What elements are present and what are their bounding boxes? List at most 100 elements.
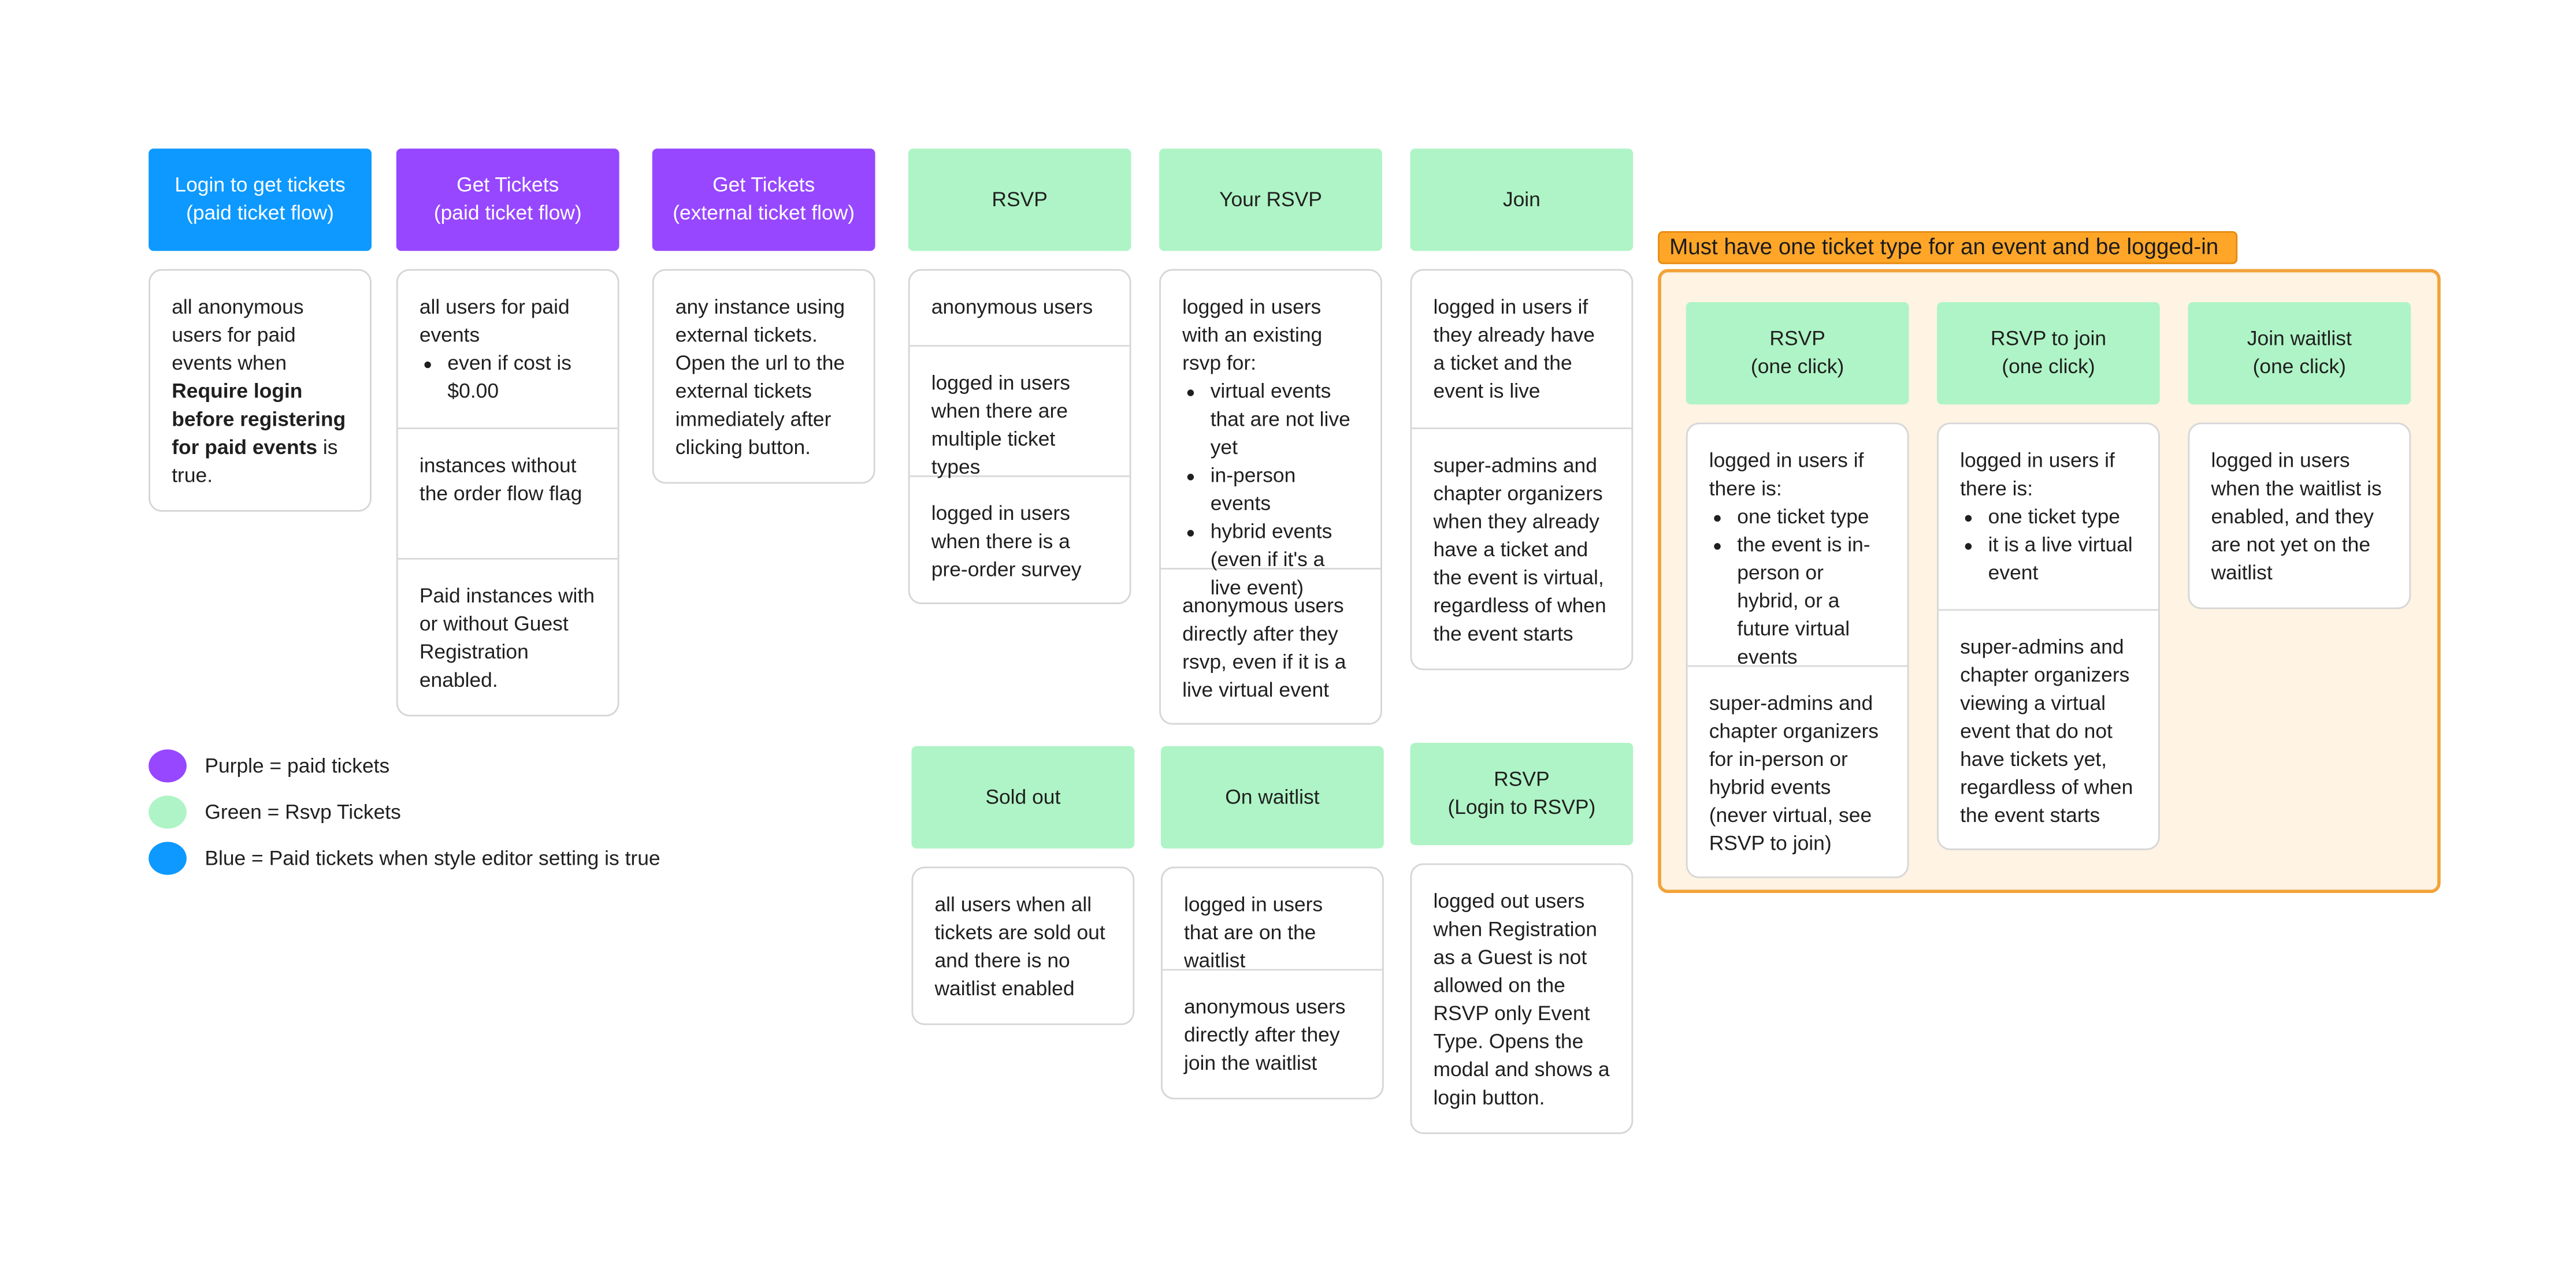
frame-label-text: Must have one ticket type for an event a… [1669,234,2219,259]
card-cell: logged in users when the waitlist is ena… [2189,424,2409,607]
card-cell: logged in users with an existing rsvp fo… [1161,271,1380,600]
cell-text: all anonymous users for paid events when [172,295,304,375]
card-your-rsvp: logged in users with an existing rsvp fo… [1159,269,1382,725]
header-rsvp-to-join: RSVP to join (one click) [1937,302,2160,405]
cell-text: all users when all tickets are sold out … [934,893,1105,1000]
card-cell: logged in users if there is: one ticket … [1939,424,2158,609]
card-cell: anonymous users directly after they rsvp… [1160,568,1381,723]
cell-text: all users for paid events [419,295,570,347]
header-label: RSVP (one click) [1750,326,1844,378]
card-get-tickets-paid: all users for paid events even if cost i… [396,269,619,717]
card-cell: super-admins and chapter organizers view… [1938,609,2159,848]
header-label: Get Tickets (paid ticket flow) [433,173,582,225]
header-your-rsvp: Your RSVP [1159,148,1382,251]
blue-swatch-icon [149,842,187,875]
legend-item-blue: Blue = Paid tickets when style editor se… [149,842,660,875]
bullet-list: one ticket type the event is in-person o… [1709,504,1886,672]
setting-name: Require login before registering for pai… [172,380,346,459]
card-cell: all users for paid events even if cost i… [398,271,618,427]
header-get-tickets-paid: Get Tickets (paid ticket flow) [396,148,619,251]
bullet-list: virtual events that are not live yet in-… [1182,378,1359,602]
card-cell: anonymous users directly after they join… [1162,969,1382,1098]
header-label: Get Tickets (external ticket flow) [673,173,855,225]
cell-text: is true. [172,436,338,488]
card-cell: logged out users when Registration as a … [1412,865,1631,1132]
bullet-item: one ticket type [1737,504,1885,532]
card-cell: instances without the order flow flag [398,427,618,558]
card-get-tickets-external: any instance using external tickets. Ope… [652,269,875,484]
cell-text: logged in users when there is a pre-orde… [931,501,1082,581]
header-get-tickets-external: Get Tickets (external ticket flow) [652,148,875,251]
card-login-to-get-tickets: all anonymous users for paid events when… [149,269,372,512]
bullet-list: even if cost is $0.00 [420,350,596,406]
card-rsvp-to-join: logged in users if there is: one ticket … [1937,422,2160,850]
green-swatch-icon [149,795,187,829]
card-cell: all users when all tickets are sold out … [913,868,1133,1024]
cell-text: any instance using external tickets. Ope… [675,295,845,459]
card-on-waitlist: logged in users that are on the waitlist… [1160,866,1384,1100]
legend-item-purple: Purple = paid tickets [149,749,390,783]
card-cell: logged in users that are on the waitlist [1163,868,1382,972]
legend-label: Blue = Paid tickets when style editor se… [205,847,660,870]
bullet-item: hybrid events (even if it's a live event… [1211,518,1359,602]
header-label: Join [1502,187,1541,211]
header-rsvp: RSVP [908,148,1131,251]
cell-text: logged in users that are on the waitlist [1183,893,1323,973]
legend-label: Green = Rsvp Tickets [205,800,401,824]
card-cell: logged in users when there are multiple … [910,345,1130,479]
header-rsvp-one-click: RSVP (one click) [1686,302,1909,405]
bullet-item: it is a live virtual event [1988,531,2137,587]
card-join: logged in users if they already have a t… [1410,269,1634,671]
cell-text: anonymous users directly after they rsvp… [1182,594,1346,702]
header-label: Join waitlist (one click) [2247,326,2352,378]
header-join: Join [1410,148,1634,251]
bullet-list: one ticket type it is a live virtual eve… [1960,504,2137,588]
card-cell: logged in users if they already have a t… [1412,271,1631,427]
header-label: RSVP [992,187,1048,211]
cell-text: logged out users when Registration as a … [1433,890,1610,1110]
bullet-item: one ticket type [1988,504,2137,532]
header-label: RSVP to join (one click) [1990,326,2107,378]
legend-label: Purple = paid tickets [205,754,390,777]
card-cell: logged in users if there is: one ticket … [1688,424,1907,668]
cell-text: anonymous users directly after they join… [1183,995,1346,1075]
cell-text: logged in users if there is: [1960,449,2115,500]
card-rsvp-one-click: logged in users if there is: one ticket … [1686,422,1909,879]
cell-text: anonymous users [931,295,1093,319]
header-label: Sold out [985,784,1061,808]
card-cell: super-admins and chapter organizers when… [1412,427,1632,668]
card-cell: anonymous users [910,271,1130,345]
purple-swatch-icon [149,749,187,783]
header-rsvp-login: RSVP (Login to RSVP) [1410,742,1634,846]
header-label: On waitlist [1225,784,1320,808]
card-cell: logged in users when there is a pre-orde… [910,475,1130,602]
card-cell: any instance using external tickets. Ope… [654,271,874,482]
header-sold-out: Sold out [911,746,1135,849]
card-sold-out: all users when all tickets are sold out … [911,866,1135,1025]
card-rsvp: anonymous users logged in users when the… [908,269,1131,604]
legend-item-green: Green = Rsvp Tickets [149,795,401,829]
cell-text: super-admins and chapter organizers view… [1960,635,2133,827]
header-join-waitlist: Join waitlist (one click) [2188,302,2411,405]
card-rsvp-login: logged out users when Registration as a … [1410,863,1634,1134]
cell-text: super-admins and chapter organizers when… [1433,453,1606,646]
cell-text: logged in users when there are multiple … [931,371,1070,479]
cell-text: logged in users when the waitlist is ena… [2211,449,2382,585]
card-cell: all anonymous users for paid events when… [150,271,370,510]
card-cell: super-admins and chapter organizers for … [1687,665,1907,877]
cell-text: logged in users with an existing rsvp fo… [1182,295,1323,375]
bullet-item: virtual events that are not live yet [1211,378,1359,462]
bullet-item: in-person events [1211,462,1359,518]
cell-text: instances without the order flow flag [419,453,582,505]
header-label: Your RSVP [1219,187,1322,211]
header-on-waitlist: On waitlist [1160,746,1384,849]
header-label: RSVP (Login to RSVP) [1447,767,1596,819]
cell-text: super-admins and chapter organizers for … [1709,691,1879,855]
card-cell: Paid instances with or without Guest Reg… [398,557,618,715]
header-login-to-get-tickets: Login to get tickets (paid ticket flow) [149,148,372,251]
header-label: Login to get tickets (paid ticket flow) [175,173,346,225]
card-join-waitlist: logged in users when the waitlist is ena… [2188,422,2411,609]
bullet-item: the event is in-person or hybrid, or a f… [1737,531,1885,672]
cell-text: logged in users if there is: [1709,449,1864,500]
